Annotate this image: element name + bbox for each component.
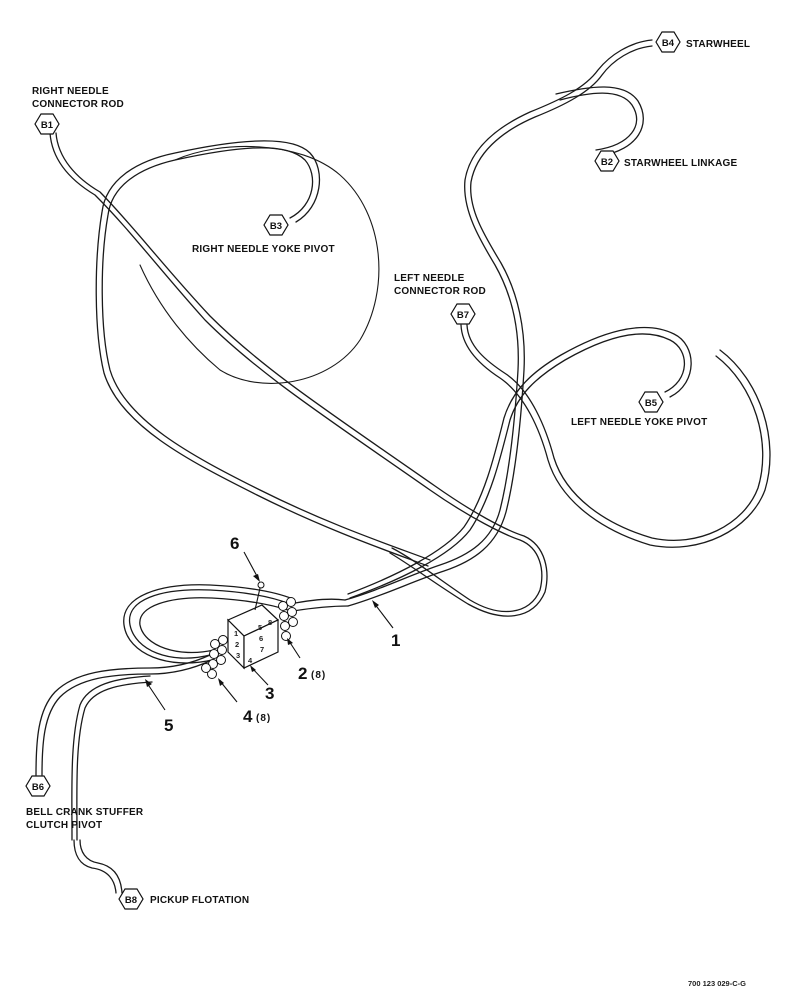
callout-2-quantity: (8) [311, 670, 326, 681]
hose-b4-b2 [344, 39, 653, 607]
callout-1: 1 [372, 600, 400, 650]
hex-b3: B3 [263, 214, 289, 236]
label-left-needle-connector-rod-line1: LEFT NEEDLE [394, 273, 465, 284]
hex-b8: B8 [118, 888, 144, 910]
callout-4: 4 (8) [218, 678, 271, 726]
label-bell-crank-line2: CLUTCH PIVOT [26, 820, 102, 831]
label-left-needle-connector-rod-line2: CONNECTOR ROD [394, 286, 486, 297]
label-right-needle-connector-rod-line1: RIGHT NEEDLE [32, 86, 109, 97]
hose-b3 [95, 140, 431, 567]
hex-b6-label: B6 [32, 782, 44, 793]
hex-b7-label: B7 [457, 310, 469, 321]
block-port-number: 1 [234, 629, 238, 638]
manifold-block: 1 2 3 5 6 7 8 4 [226, 581, 280, 670]
hex-b8-label: B8 [125, 895, 137, 906]
label-pickup-flotation: PICKUP FLOTATION [150, 895, 249, 906]
block-port-number: 4 [248, 656, 253, 665]
label-bell-crank-line1: BELL CRANK STUFFER [26, 807, 144, 818]
figure-code: 700 123 029-C-G [688, 979, 746, 988]
hex-b6: B6 [25, 775, 51, 797]
fittings-right [278, 597, 298, 641]
hex-b3-label: B3 [270, 221, 282, 232]
hex-b4-label: B4 [662, 38, 675, 49]
block-port-number: 8 [268, 618, 272, 627]
hex-b5: B5 [638, 391, 664, 413]
label-right-needle-yoke-pivot: RIGHT NEEDLE YOKE PIVOT [192, 244, 335, 255]
callout-5-label: 5 [164, 716, 173, 735]
block-port-number: 3 [236, 651, 240, 660]
block-port-number: 6 [259, 634, 263, 643]
callout-3: 3 [250, 665, 274, 703]
block-port-number: 7 [260, 645, 264, 654]
callout-1-label: 1 [391, 631, 400, 650]
fittings-left [201, 635, 228, 679]
hex-b1-label: B1 [41, 120, 54, 131]
hex-b2: B2 [594, 150, 620, 172]
hose-b6-b8 [35, 654, 213, 894]
hex-b2-label: B2 [601, 157, 613, 168]
callout-2-label: 2 [298, 664, 307, 683]
hose-b7 [460, 324, 771, 548]
callout-3-label: 3 [265, 684, 274, 703]
callout-2: 2 (8) [287, 638, 326, 683]
label-starwheel: STARWHEEL [686, 39, 750, 50]
callout-4-label: 4 [243, 707, 253, 726]
label-left-needle-yoke-pivot: LEFT NEEDLE YOKE PIVOT [571, 417, 707, 428]
hex-b7: B7 [450, 303, 476, 325]
callout-6: 6 [230, 534, 260, 582]
block-port-number: 5 [258, 623, 262, 632]
callout-6-label: 6 [230, 534, 239, 553]
hose-b5 [347, 326, 692, 599]
label-starwheel-linkage: STARWHEEL LINKAGE [624, 158, 738, 169]
label-right-needle-connector-rod-line2: CONNECTOR ROD [32, 99, 124, 110]
hose-b1 [49, 132, 548, 617]
hex-b4: B4 [655, 31, 681, 53]
hex-b1: B1 [34, 113, 60, 135]
hex-b5-label: B5 [645, 398, 658, 409]
callout-4-quantity: (8) [256, 713, 271, 724]
callout-5: 5 [145, 679, 173, 735]
block-port-number: 2 [235, 640, 239, 649]
